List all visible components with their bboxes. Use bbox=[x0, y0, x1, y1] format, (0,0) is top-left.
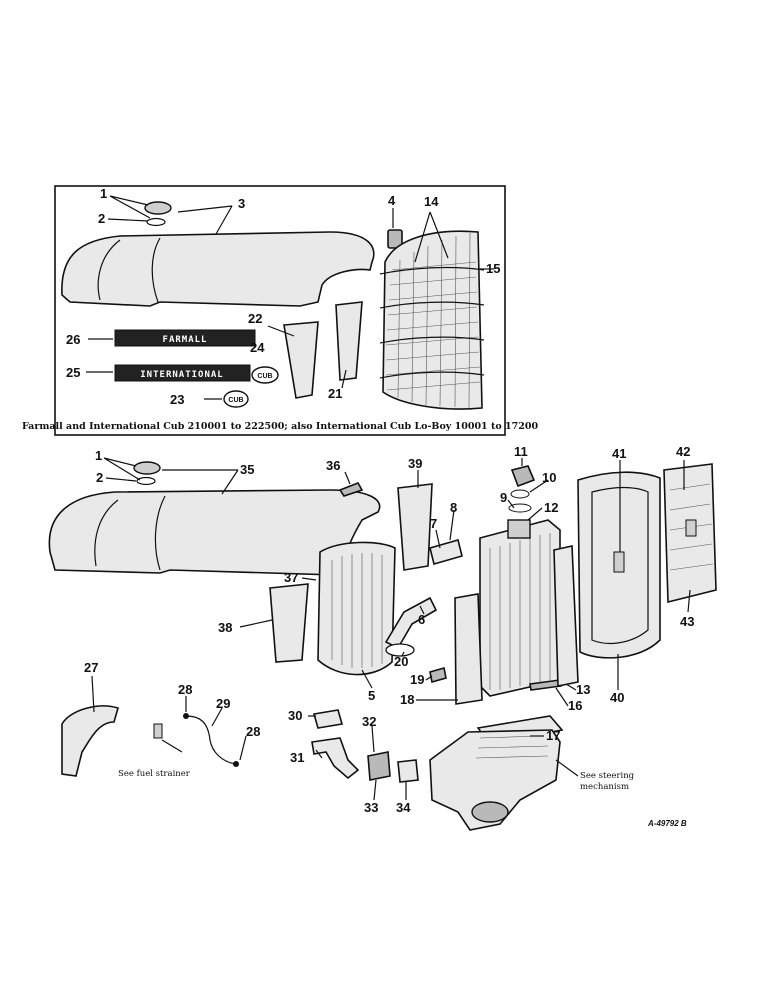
inset-badge-24: CUB bbox=[257, 373, 272, 380]
callout-36: 36 bbox=[326, 458, 340, 473]
hood-clip bbox=[338, 482, 364, 497]
callout-6: 6 bbox=[418, 612, 425, 627]
inset-callout-14: 14 bbox=[424, 194, 439, 209]
inset-cap-gasket bbox=[146, 217, 166, 227]
fan-shroud bbox=[317, 541, 396, 676]
callout-27: 27 bbox=[84, 660, 98, 675]
callout-9: 9 bbox=[500, 490, 507, 505]
callout-17: 17 bbox=[546, 728, 560, 743]
callout-20: 20 bbox=[394, 654, 408, 669]
inset-callout-1: 1 bbox=[100, 186, 107, 201]
callout-16: 16 bbox=[568, 698, 582, 713]
fitting-32 bbox=[367, 751, 391, 781]
callout-31: 31 bbox=[290, 750, 304, 765]
callout-28-bottom: 28 bbox=[246, 724, 260, 739]
sleeve-34 bbox=[397, 759, 419, 783]
callout-5: 5 bbox=[368, 688, 375, 703]
callout-10: 10 bbox=[542, 470, 556, 485]
callout-13: 13 bbox=[576, 682, 590, 697]
callout-18: 18 bbox=[400, 692, 414, 707]
side-panel-39 bbox=[397, 483, 433, 571]
main-panel: 1 2 35 36 39 11 10 9 12 8 7 41 42 37 6 4… bbox=[48, 444, 717, 831]
inset-side-panel-21 bbox=[335, 301, 363, 381]
clip-19 bbox=[429, 666, 447, 684]
inset-hood bbox=[61, 231, 375, 307]
cap-seal bbox=[510, 489, 530, 499]
door-latch bbox=[613, 551, 625, 573]
inset-plate-farmall-group: FARMALL bbox=[114, 329, 256, 347]
callout-32: 32 bbox=[362, 714, 376, 729]
callout-8: 8 bbox=[450, 500, 457, 515]
callout-42: 42 bbox=[676, 444, 690, 459]
grille-door bbox=[577, 471, 661, 659]
callout-30: 30 bbox=[288, 708, 302, 723]
inset-caption: Farmall and International Cub 210001 to … bbox=[22, 421, 539, 432]
callout-29: 29 bbox=[216, 696, 230, 711]
inset-callout-4: 4 bbox=[388, 193, 396, 208]
inset-callout-26: 26 bbox=[66, 332, 80, 347]
inset-callout-23: 23 bbox=[170, 392, 184, 407]
inset-callout-15: 15 bbox=[486, 261, 500, 276]
hood-bracket bbox=[61, 705, 119, 777]
grille-screen bbox=[663, 463, 717, 604]
cap-gasket-9 bbox=[508, 503, 532, 513]
upper-hose bbox=[429, 539, 463, 565]
inset-callout-3: 3 bbox=[238, 196, 245, 211]
callout-38: 38 bbox=[218, 620, 232, 635]
callout-40: 40 bbox=[610, 690, 624, 705]
hose-31 bbox=[311, 737, 360, 780]
callout-28-top: 28 bbox=[178, 682, 192, 697]
radiator-cap bbox=[133, 461, 161, 475]
steering-support bbox=[429, 729, 561, 831]
gasket-30 bbox=[312, 709, 344, 729]
fuel-line bbox=[185, 715, 237, 765]
callout-12: 12 bbox=[544, 500, 558, 515]
inset-badge-23: CUB bbox=[228, 397, 243, 404]
cap-gasket bbox=[136, 476, 156, 486]
radiator-side-18 bbox=[454, 593, 483, 705]
gasket-20 bbox=[385, 643, 415, 657]
filler-cap bbox=[510, 465, 536, 488]
callout-43: 43 bbox=[680, 614, 694, 629]
callout-34: 34 bbox=[396, 800, 411, 815]
callout-33: 33 bbox=[364, 800, 378, 815]
note-steering-line1: See steering bbox=[580, 771, 635, 781]
callout-1: 1 bbox=[95, 448, 102, 463]
callout-35: 35 bbox=[240, 462, 254, 477]
callout-2: 2 bbox=[96, 470, 103, 485]
callout-11: 11 bbox=[514, 444, 528, 459]
callout-7: 7 bbox=[430, 516, 437, 531]
callout-39: 39 bbox=[408, 456, 422, 471]
note-fuel-strainer: See fuel strainer bbox=[118, 769, 191, 779]
inset-callout-22: 22 bbox=[248, 311, 262, 326]
side-panel-38 bbox=[269, 583, 309, 663]
radiator-side-13 bbox=[553, 545, 579, 687]
callout-19: 19 bbox=[410, 672, 424, 687]
inset-plate-international-group: INTERNATIONAL bbox=[114, 364, 251, 382]
callout-37: 37 bbox=[284, 570, 298, 585]
inset-side-panel-22 bbox=[283, 321, 319, 399]
inset-grille bbox=[379, 230, 485, 410]
note-steering-line2: mechanism bbox=[580, 782, 629, 792]
radiator bbox=[479, 519, 561, 697]
inset-plate-international: INTERNATIONAL bbox=[140, 370, 223, 380]
drawing-code: A-49792 B bbox=[647, 819, 687, 828]
inset-callout-21: 21 bbox=[328, 386, 342, 401]
inset-callout-2: 2 bbox=[98, 211, 105, 226]
inset-panel: FARMALL INTERNATIONAL CUB CUB 1 2 3 4 14… bbox=[22, 185, 539, 436]
inset-radiator-cap bbox=[144, 201, 172, 215]
inset-plate-farmall: FARMALL bbox=[163, 335, 208, 345]
inset-callout-25: 25 bbox=[66, 365, 80, 380]
inset-callout-24: 24 bbox=[250, 340, 265, 355]
callout-41: 41 bbox=[612, 446, 626, 461]
